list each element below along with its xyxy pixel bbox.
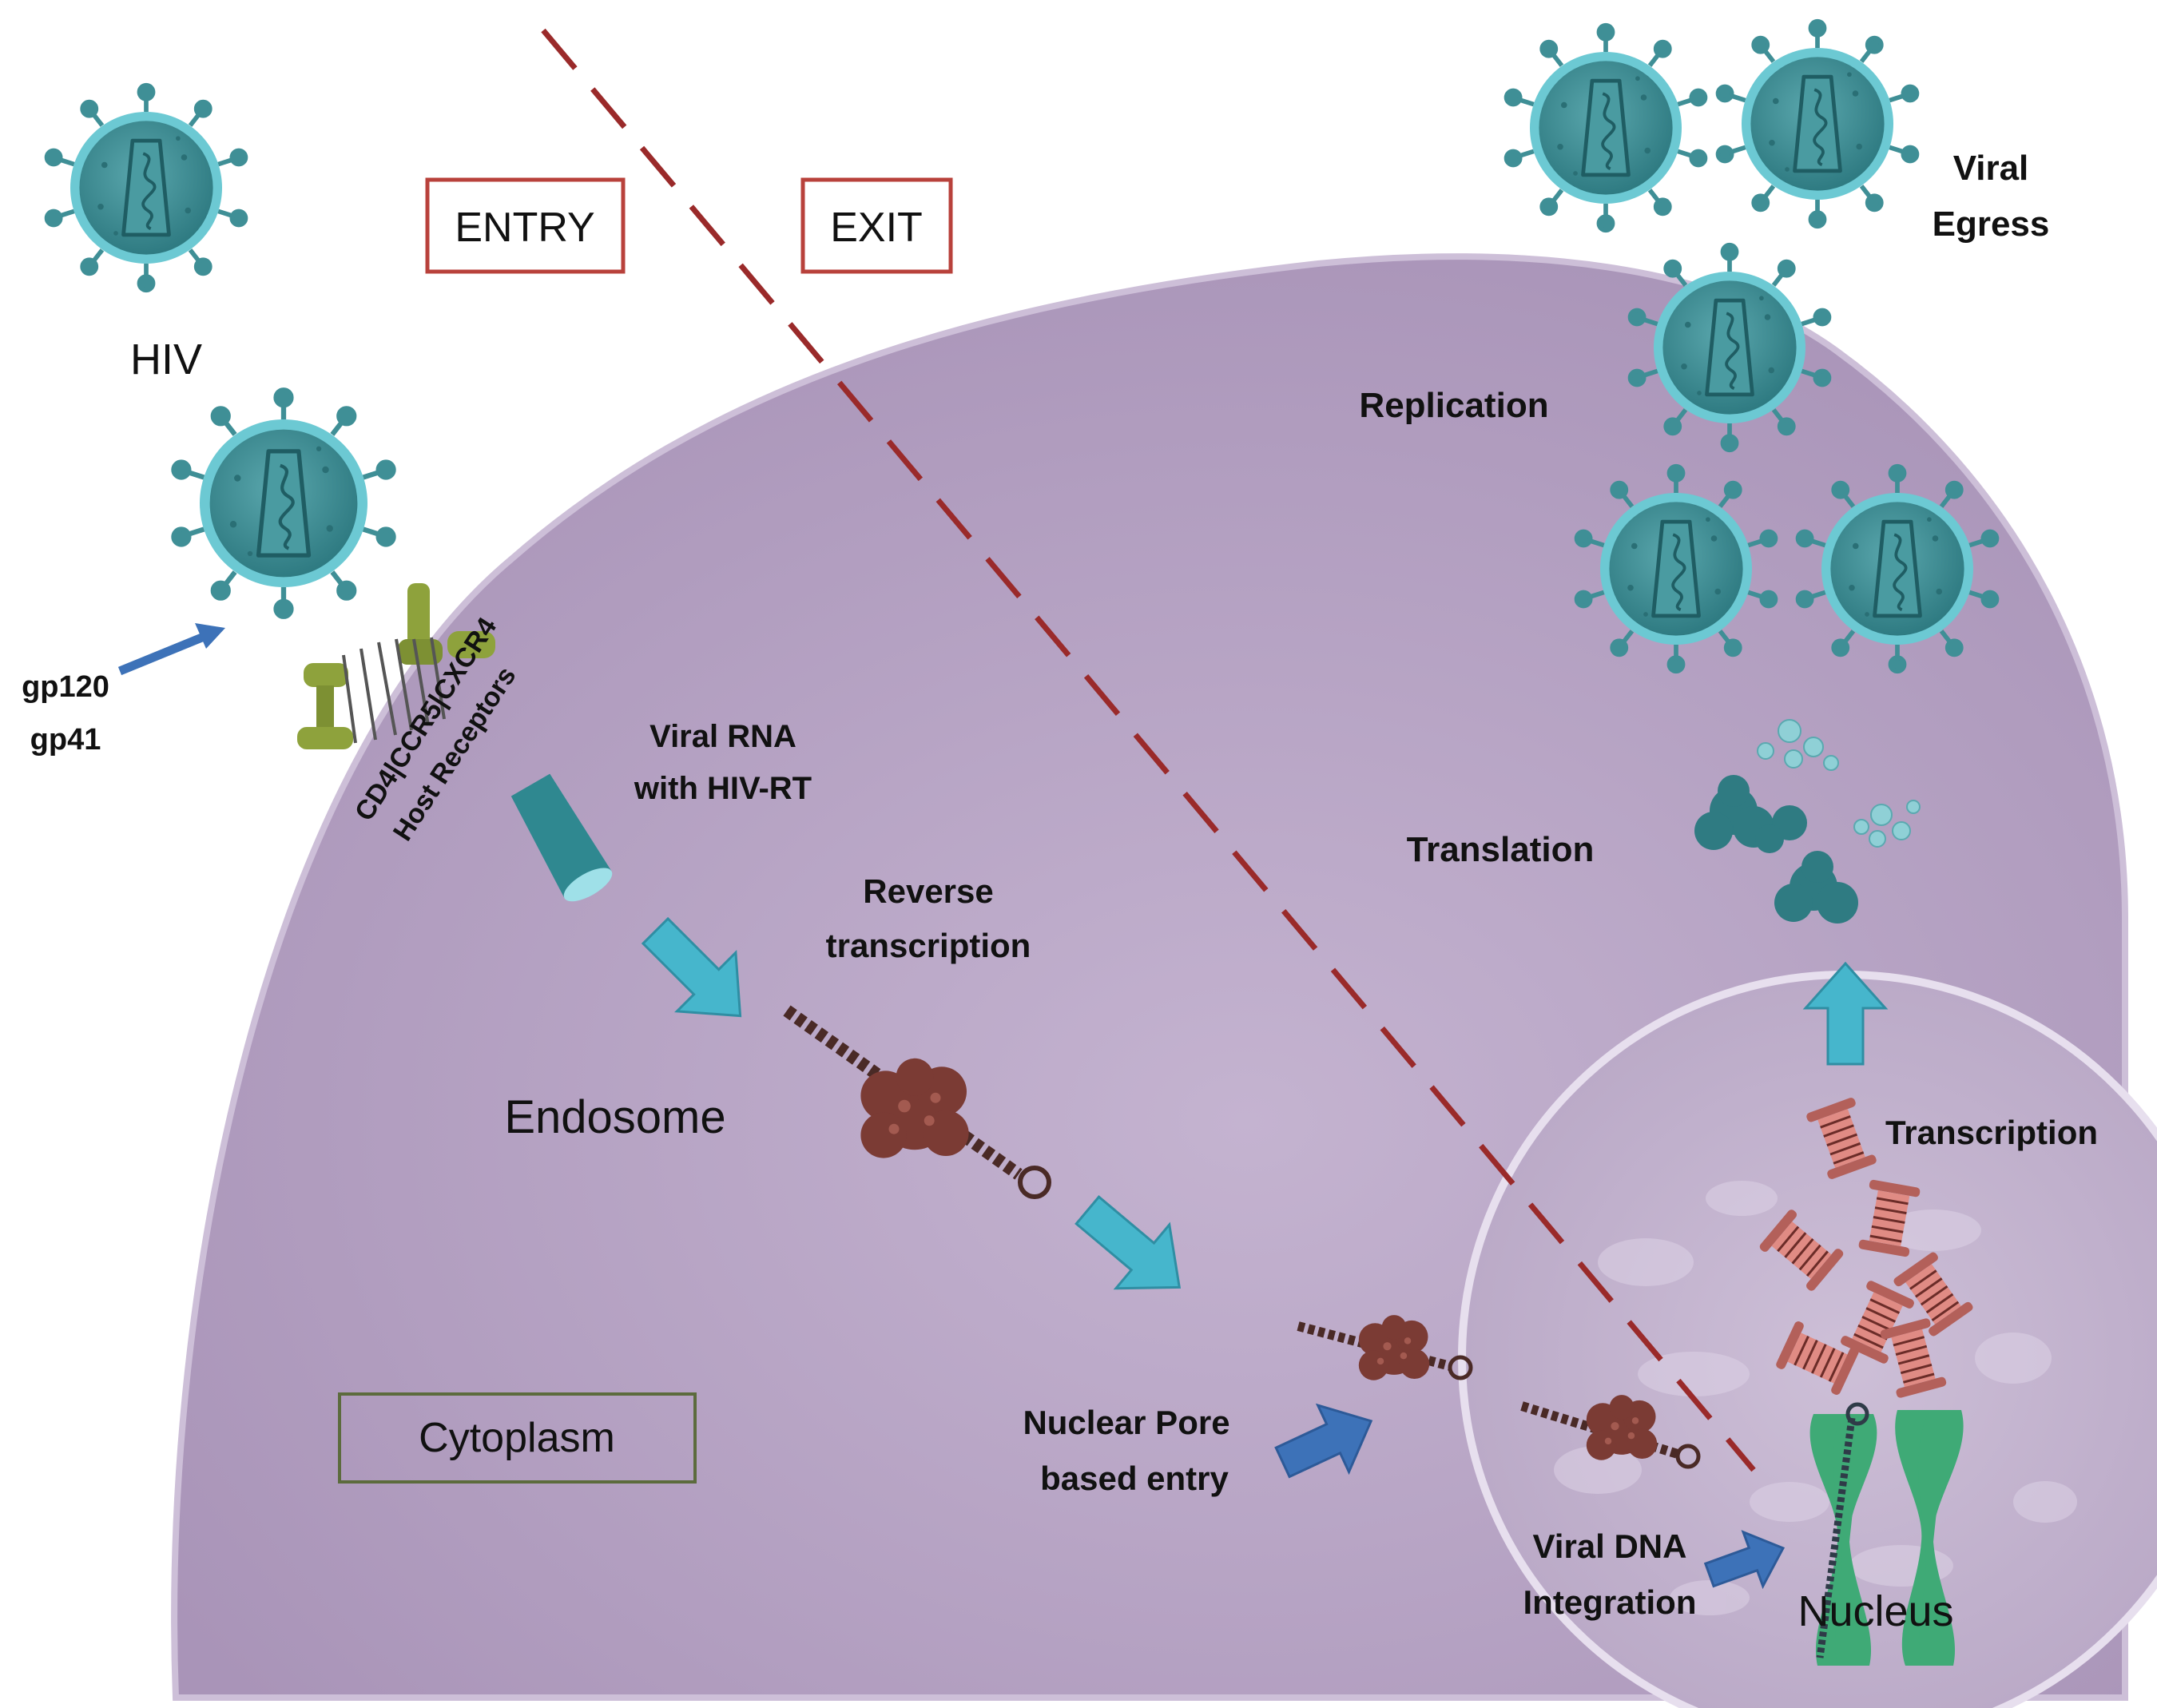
gp41-label: gp41	[30, 723, 101, 757]
exit-box	[800, 177, 953, 274]
arrow-to-translation	[1802, 961, 1889, 1066]
viral-egress-label-line1: Viral	[1953, 149, 2029, 188]
viral-rna-label-line1: Viral RNA	[649, 719, 796, 754]
reverse-transcription-complex	[783, 1005, 1051, 1199]
entry-exit-divider	[541, 28, 1756, 1472]
integrated-dna-loop	[1845, 1402, 1869, 1426]
host-receptors	[297, 583, 495, 749]
reverse-label-line1: Reverse	[863, 872, 993, 910]
integrated-viral-dna	[1816, 1417, 1856, 1658]
gp120-label: gp120	[22, 670, 109, 704]
egress-virion-1	[1507, 26, 1706, 231]
hiv-virion-docking	[173, 390, 393, 617]
arrow-to-reverse-transcription	[641, 916, 742, 1018]
hiv-virion	[47, 85, 246, 291]
translation-proteins	[1694, 719, 1921, 924]
arrow-integration	[1703, 1530, 1786, 1590]
viral-capsid	[510, 773, 613, 902]
reverse-label-line2: transcription	[826, 927, 1031, 964]
pre-integration-complex-2	[1520, 1395, 1701, 1469]
integration-label-line2: Integration	[1523, 1583, 1697, 1621]
cytoplasm-label: Cytoplasm	[419, 1415, 615, 1461]
gp120-arrow	[117, 623, 225, 676]
hiv-label: HIV	[130, 336, 202, 383]
entry-label: ENTRY	[455, 205, 594, 251]
viral-rna-label-line2: with HIV-RT	[634, 771, 812, 806]
nuclear-pore-label-line2: based entry	[1040, 1460, 1229, 1497]
arrow-nuclear-pore-entry	[1274, 1403, 1373, 1479]
entry-box	[425, 177, 626, 274]
translation-label: Translation	[1407, 830, 1595, 869]
endosome-label: Endosome	[504, 1091, 725, 1143]
integration-label-line1: Viral DNA	[1533, 1527, 1687, 1565]
cytoplasm-box	[338, 1392, 697, 1484]
nuclear-pore-label-line1: Nuclear Pore	[1023, 1404, 1229, 1441]
arrow-to-nuclear-pore	[1075, 1195, 1182, 1290]
viral-egress-label-line2: Egress	[1933, 205, 2050, 244]
nucleus-label: Nucleus	[1798, 1587, 1953, 1635]
pre-integration-complex-1	[1297, 1315, 1473, 1380]
egress-virion-2	[1718, 22, 1917, 227]
transcription-label: Transcription	[1885, 1114, 2098, 1151]
replication-label: Replication	[1359, 386, 1548, 425]
exit-label: EXIT	[830, 205, 923, 251]
